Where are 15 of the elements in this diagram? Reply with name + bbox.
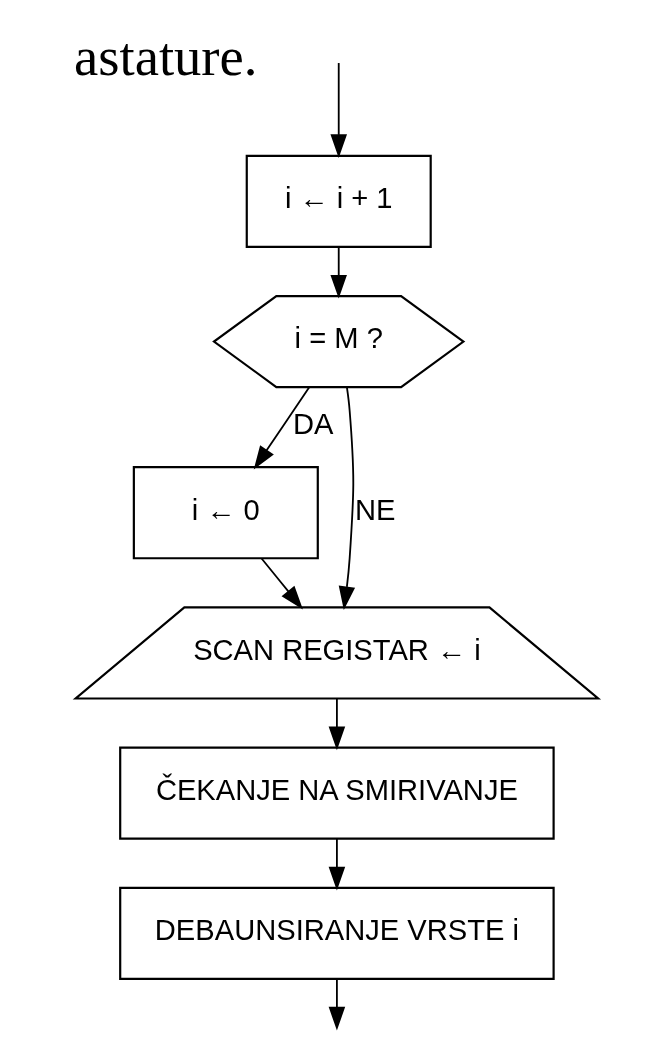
node-box: i ← 0 [132,466,319,560]
arrow [338,386,356,611]
arrow [328,697,346,751]
node-box: i ← i + 1 [245,154,432,248]
arrow [260,557,303,610]
arrow [253,386,310,470]
arrow [328,838,346,891]
edge-label: NE [354,493,396,526]
arrow [328,978,346,1031]
label: astature. [73,25,258,87]
arrow [330,246,348,299]
node-box: DEBAUNSIRANJE VRSTE i [119,886,555,981]
node-box: ČEKANJE NA SMIRIVANJE [119,746,555,840]
edge-label: DA [293,408,334,441]
arrow [330,62,348,158]
